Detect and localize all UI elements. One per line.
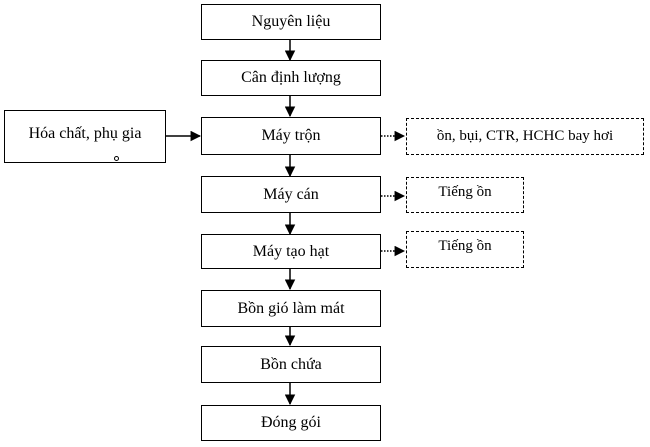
noise-label: Tiếng ồn xyxy=(438,184,492,200)
small-circle-mark xyxy=(114,156,119,161)
step-may-tao-hat: Máy tạo hạt xyxy=(201,234,381,269)
step-label: Bồn gió làm mát xyxy=(237,299,345,317)
noise-box-granulator: Tiếng ồn xyxy=(406,231,524,268)
noise-label: Tiếng ồn xyxy=(438,238,492,254)
step-may-tron: Máy trộn xyxy=(201,117,381,155)
step-nguyen-lieu: Nguyên liệu xyxy=(201,4,381,40)
step-may-can: Máy cán xyxy=(201,176,381,213)
step-dong-goi: Đóng gói xyxy=(201,405,381,441)
step-can-dinh-luong: Cân định lượng xyxy=(201,60,381,96)
input-label: Hóa chất, phụ gia xyxy=(28,125,142,142)
noise-box-roller: Tiếng ồn xyxy=(406,177,524,213)
input-hoa-chat-phu-gia: Hóa chất, phụ gia xyxy=(4,110,166,163)
step-label: Cân định lượng xyxy=(241,69,341,86)
step-label: Đóng gói xyxy=(261,414,321,431)
step-label: Máy cán xyxy=(263,185,319,203)
emission-box-mixer: ồn, bụi, CTR, HCHC bay hơi xyxy=(406,118,644,155)
step-label: Máy tạo hạt xyxy=(252,242,330,260)
step-label: Bồn chứa xyxy=(260,355,322,373)
step-bon-chua: Bồn chứa xyxy=(201,346,381,383)
emission-label: ồn, bụi, CTR, HCHC bay hơi xyxy=(436,128,614,144)
step-label: Nguyên liệu xyxy=(251,13,331,30)
step-label: Máy trộn xyxy=(261,127,321,144)
step-bon-gio-lam-mat: Bồn gió làm mát xyxy=(201,290,381,327)
